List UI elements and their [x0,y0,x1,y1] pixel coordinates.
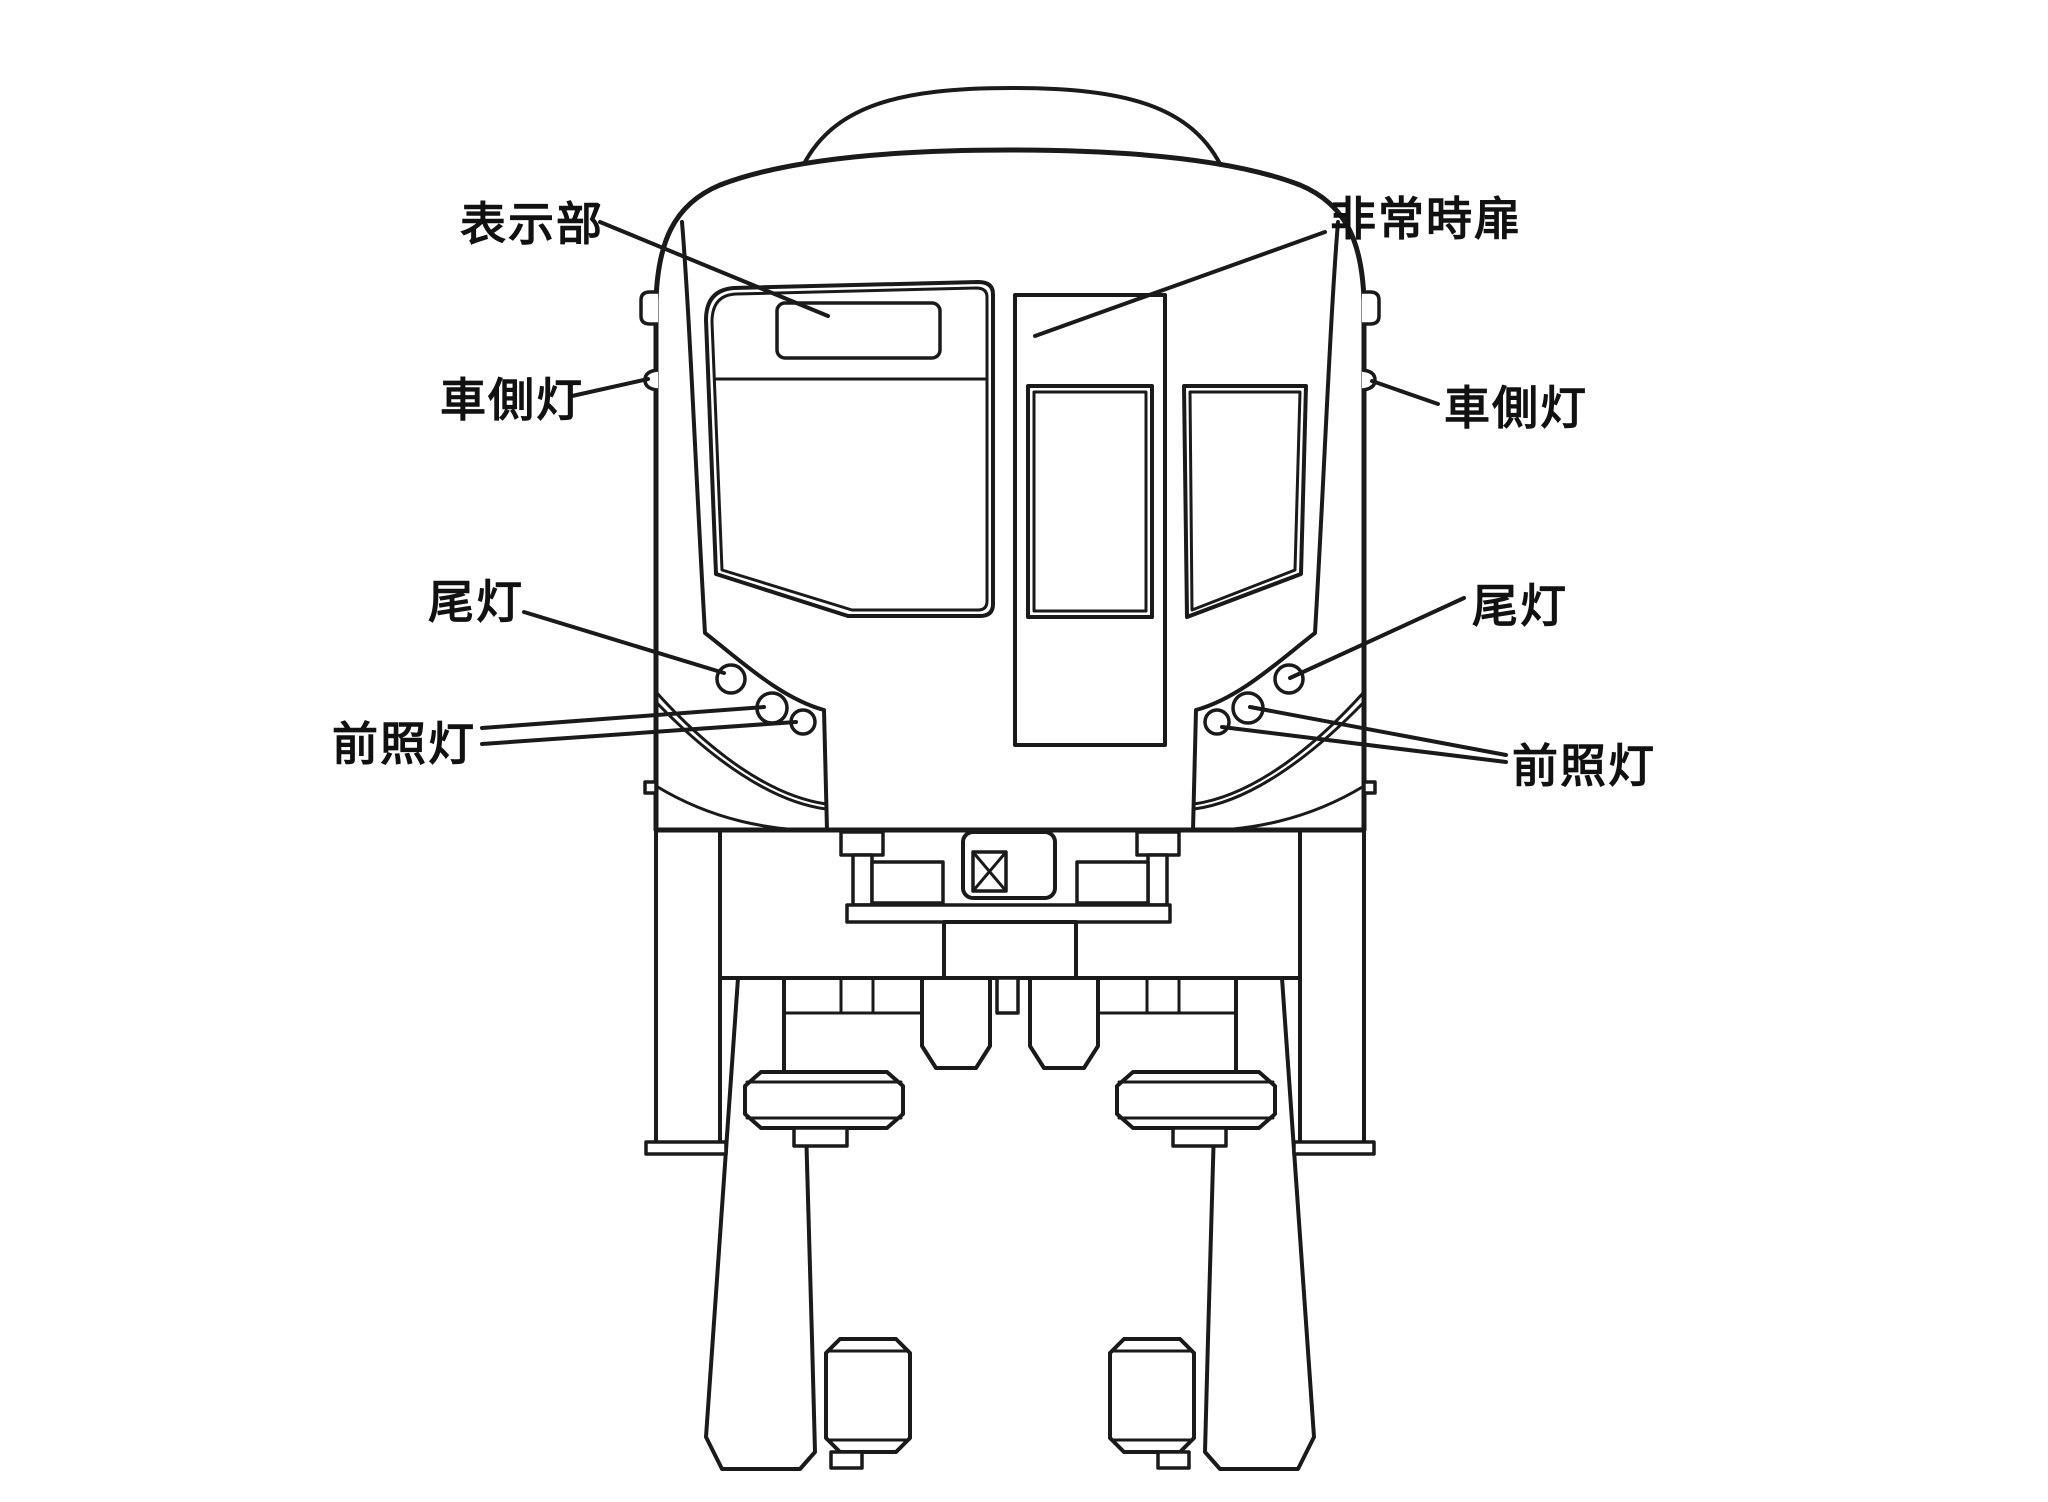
label-display-section: 表示部 [460,197,604,251]
leader-tail-light-left [522,610,726,675]
emergency-door-window-outer [1026,384,1154,619]
label-emergency-door: 非常時扉 [1330,192,1522,246]
equipment-box-right [1075,860,1150,905]
guide-wheel-left-lower-tread [826,1349,910,1442]
label-side-light-right: 車側灯 [1444,381,1588,435]
bracket-right-b [1146,853,1169,907]
center-pedestal [942,920,1078,980]
shelf-left [782,976,924,1015]
guide-wheel-left-upper [743,1070,905,1130]
skirt-left [654,828,722,1144]
bracket-right-a [1135,830,1181,857]
center-channel [995,976,1020,1015]
guide-wheel-left-upper-tread [745,1080,903,1120]
label-tail-light-right: 尾灯 [1472,579,1568,633]
labels: 表示部 非常時扉 車側灯 車側灯 尾灯 尾灯 前照灯 前照灯 [332,192,1656,793]
roof-dome [798,86,1226,174]
leader-headlight-left-1 [480,705,766,730]
wheel-tab-left-upper [792,1126,849,1148]
label-tail-light-left: 尾灯 [428,575,524,629]
left-a-pillar [680,220,829,832]
skirt-right [1298,828,1366,1144]
guide-wheel-right-lower [1108,1337,1196,1454]
equipment-box-left [870,860,945,905]
skirt-left-flange [644,1140,728,1156]
bolster-beam [845,903,1172,924]
label-headlight-right: 前照灯 [1512,739,1656,793]
emergency-door-window-inner [1032,390,1148,613]
leader-headlight-right-2 [1220,725,1508,764]
label-headlight-left: 前照灯 [332,717,476,771]
leader-emergency-door [1033,230,1327,338]
leader-side-light-left [570,377,650,398]
bracket-left-a [839,830,885,857]
bogie-leg-left [704,976,817,1471]
leader-headlight-left-2 [480,720,798,746]
windshield-frame-outer [704,280,995,618]
tail-light-left-lamp [715,663,747,695]
bracket-left-b [851,853,874,907]
leader-headlight-right-1 [1248,705,1508,757]
side-tab-right [1362,290,1381,326]
step-bump-left [643,780,658,795]
headlight-right-lamp-2 [1203,708,1231,736]
leader-tail-light-right [1288,596,1466,680]
leader-display-section [598,220,830,318]
guide-wheel-right-upper [1115,1070,1277,1130]
guide-wheel-right-upper-tread [1117,1080,1275,1120]
windshield-frame-inner [710,286,989,612]
wheel-tab-right-upper [1171,1126,1228,1148]
step-bump-right [1362,780,1377,795]
shelf-right [1096,976,1238,1015]
inner-leg-left [920,976,992,1070]
inner-leg-right [1028,976,1100,1070]
guide-wheel-right-lower-tread [1110,1349,1194,1442]
emergency-door [1013,293,1167,747]
bogie [644,828,1376,1471]
side-tab-left [639,290,658,326]
leader-lines [480,220,1508,764]
leader-side-light-right [1370,379,1440,406]
wheel-tab-left-lower [829,1450,864,1470]
right-a-pillar [1191,220,1340,832]
wheel-tab-right-lower [1156,1450,1191,1470]
right-window-outer [1182,384,1308,619]
guide-wheel-left-lower [824,1337,912,1454]
right-window-inner [1188,390,1302,612]
destination-display [775,301,942,360]
label-side-light-left: 車側灯 [440,373,584,427]
coupler-x-mark [971,850,1008,893]
car-body-outline [653,147,1367,833]
skirt-right-flange [1292,1140,1376,1156]
front-face [639,220,1381,833]
bogie-leg-right [1203,976,1316,1471]
